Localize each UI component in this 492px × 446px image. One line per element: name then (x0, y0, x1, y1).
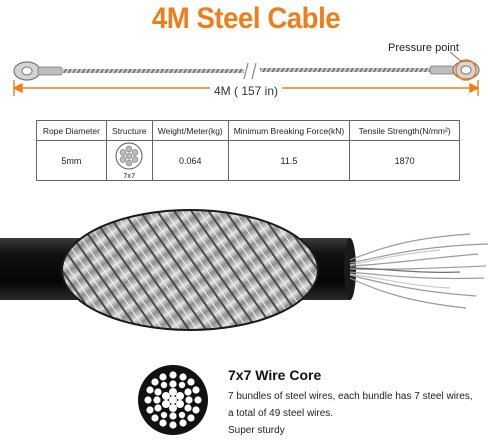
table-header-row: Rope Diameter Structure Weight/Meter(kg)… (36, 120, 460, 141)
wire-core-title: 7x7 Wire Core (228, 367, 322, 383)
cell-weight: 0.064 (151, 140, 229, 181)
cell-structure: 7x7 (105, 140, 153, 181)
cable-segment-right (260, 68, 430, 72)
structure-caption: 7x7 (123, 171, 136, 180)
spec-table: Rope Diameter Structure Weight/Meter(kg)… (36, 120, 460, 181)
wire-core-description: 7 bundles of steel wires, each bundle ha… (228, 388, 492, 439)
table-row: 5mm 7x7 0.064 11.5 1870 (36, 140, 460, 181)
col-structure: Structure (105, 120, 153, 141)
wire-core-cross-section-icon (138, 365, 208, 435)
cell-breaking-force: 11.5 (227, 140, 351, 181)
page-title: 4M Steel Cable (151, 2, 341, 35)
col-weight: Weight/Meter(kg) (151, 120, 229, 141)
wire-core-line-1: 7 bundles of steel wires, each bundle ha… (228, 391, 473, 402)
cell-diameter: 5mm (36, 140, 107, 181)
right-eyelet (429, 59, 480, 81)
structure-cross-section-icon (115, 142, 143, 170)
frayed-wires (349, 233, 489, 309)
col-breaking-force: Minimum Breaking Force(kN) (227, 120, 351, 141)
cable-segment-left (62, 69, 244, 73)
length-label: 4M ( 157 in) (213, 84, 279, 98)
col-tensile: Tensile Strength(N/mm²) (349, 120, 460, 141)
pressure-point-label: Pressure point (388, 42, 459, 54)
zoom-oval (61, 209, 319, 331)
col-rope-diameter: Rope Diameter (36, 120, 107, 141)
left-eyelet (13, 61, 63, 81)
cable-closeup-image (0, 209, 489, 331)
wire-core-line-3: Super sturdy (228, 425, 285, 436)
cable-illustration (12, 51, 480, 96)
cell-tensile: 1870 (349, 140, 460, 181)
length-dimension-line (12, 80, 480, 96)
wire-core-line-2: a total of 49 steel wires. (228, 408, 334, 419)
